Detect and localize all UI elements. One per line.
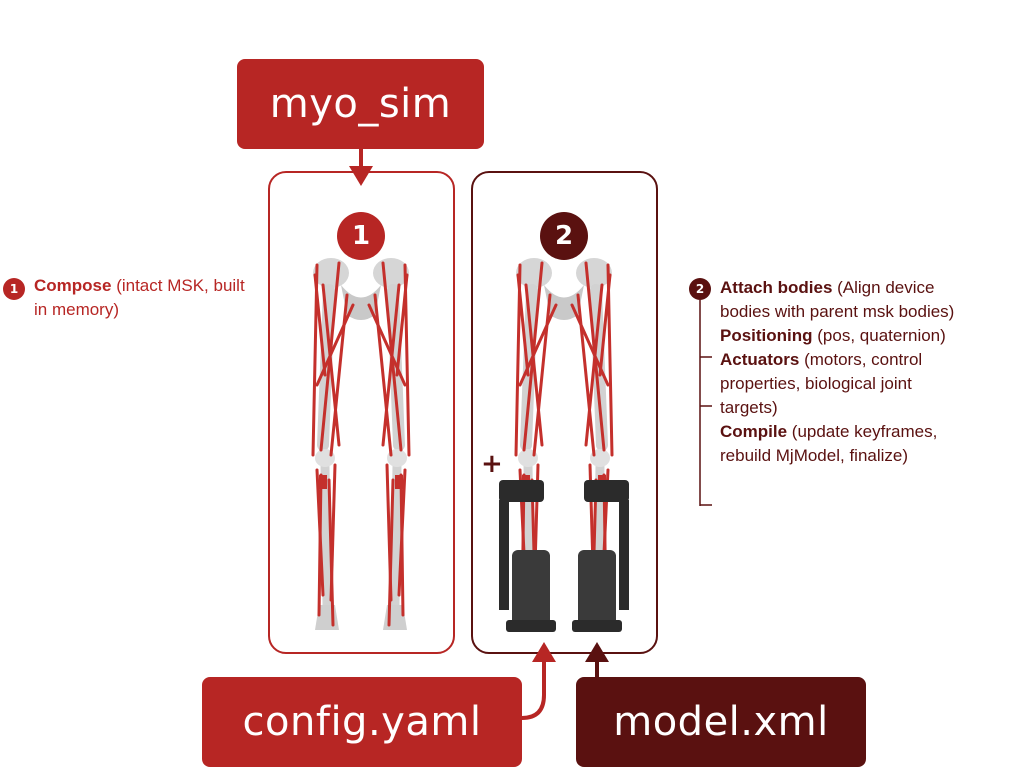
attach-note: Attach bodies (Align device bodies with … xyxy=(720,276,960,468)
step-2-badge: 2 xyxy=(540,212,588,260)
model-xml-label: model.xml xyxy=(613,699,829,745)
arrow-myo-to-compose xyxy=(349,149,373,186)
config-yaml-label: config.yaml xyxy=(242,699,482,745)
note1-badge: 1 xyxy=(3,278,25,300)
config-yaml-box: config.yaml xyxy=(202,677,522,767)
arrow-config-to-attach xyxy=(521,642,556,720)
arrow-model-to-attach xyxy=(585,642,609,677)
note2-badge: 2 xyxy=(689,278,711,300)
note2-item-positioning: Positioning (pos, quaternion) xyxy=(720,326,946,345)
note2-item-compile: Compile (update keyframes, rebuild MjMod… xyxy=(720,422,938,465)
compose-note: Compose (intact MSK, built in memory) xyxy=(34,274,259,322)
compose-text: (intact MSK, built in memory) xyxy=(34,276,245,319)
note2-item-attach: Attach bodies (Align device bodies with … xyxy=(720,278,955,321)
plus-sign: + xyxy=(481,449,503,479)
myo-sim-box: myo_sim xyxy=(237,59,484,149)
exoskeleton-figure xyxy=(499,258,629,632)
step-1-badge: 1 xyxy=(337,212,385,260)
compose-title: Compose xyxy=(34,276,112,295)
note2-item-actuators: Actuators (motors, control properties, b… xyxy=(720,350,923,417)
model-xml-box: model.xml xyxy=(576,677,866,767)
myo-sim-label: myo_sim xyxy=(269,81,452,127)
msk-legs-figure xyxy=(313,258,409,630)
attach-panel xyxy=(471,171,658,654)
note2-bracket xyxy=(699,300,712,506)
